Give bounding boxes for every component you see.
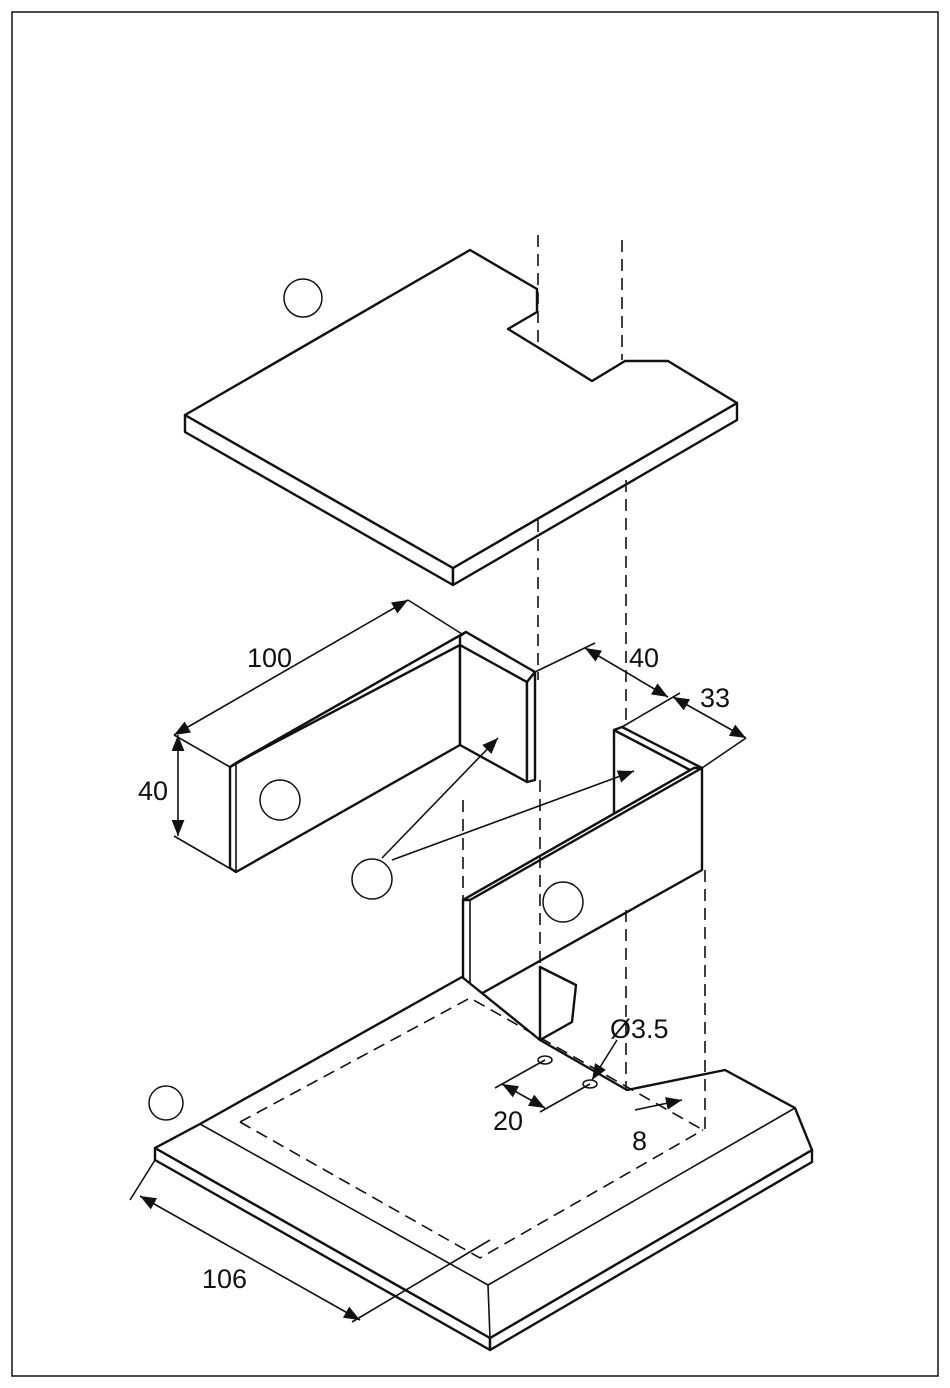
dim-33: 33 <box>700 683 730 713</box>
callout-circle-left-bracket <box>260 780 300 820</box>
right-bracket <box>463 727 702 1040</box>
dim-20: 20 <box>493 1106 523 1136</box>
dim-40-depth: 40 <box>629 643 659 673</box>
callout-circle-base-plate <box>149 1086 183 1120</box>
callout-circle-top-plate <box>284 279 322 317</box>
base-plate <box>155 977 812 1350</box>
top-plate <box>185 250 737 585</box>
dim-40-height: 40 <box>138 776 168 806</box>
callout-circle-end-plates <box>352 859 392 899</box>
dim-hole-diameter: Ø3.5 <box>610 1014 669 1044</box>
callout-circle-right-bracket <box>543 882 583 922</box>
dim-106: 106 <box>202 1264 247 1294</box>
dim-100: 100 <box>247 643 292 673</box>
dim-8: 8 <box>632 1126 647 1156</box>
